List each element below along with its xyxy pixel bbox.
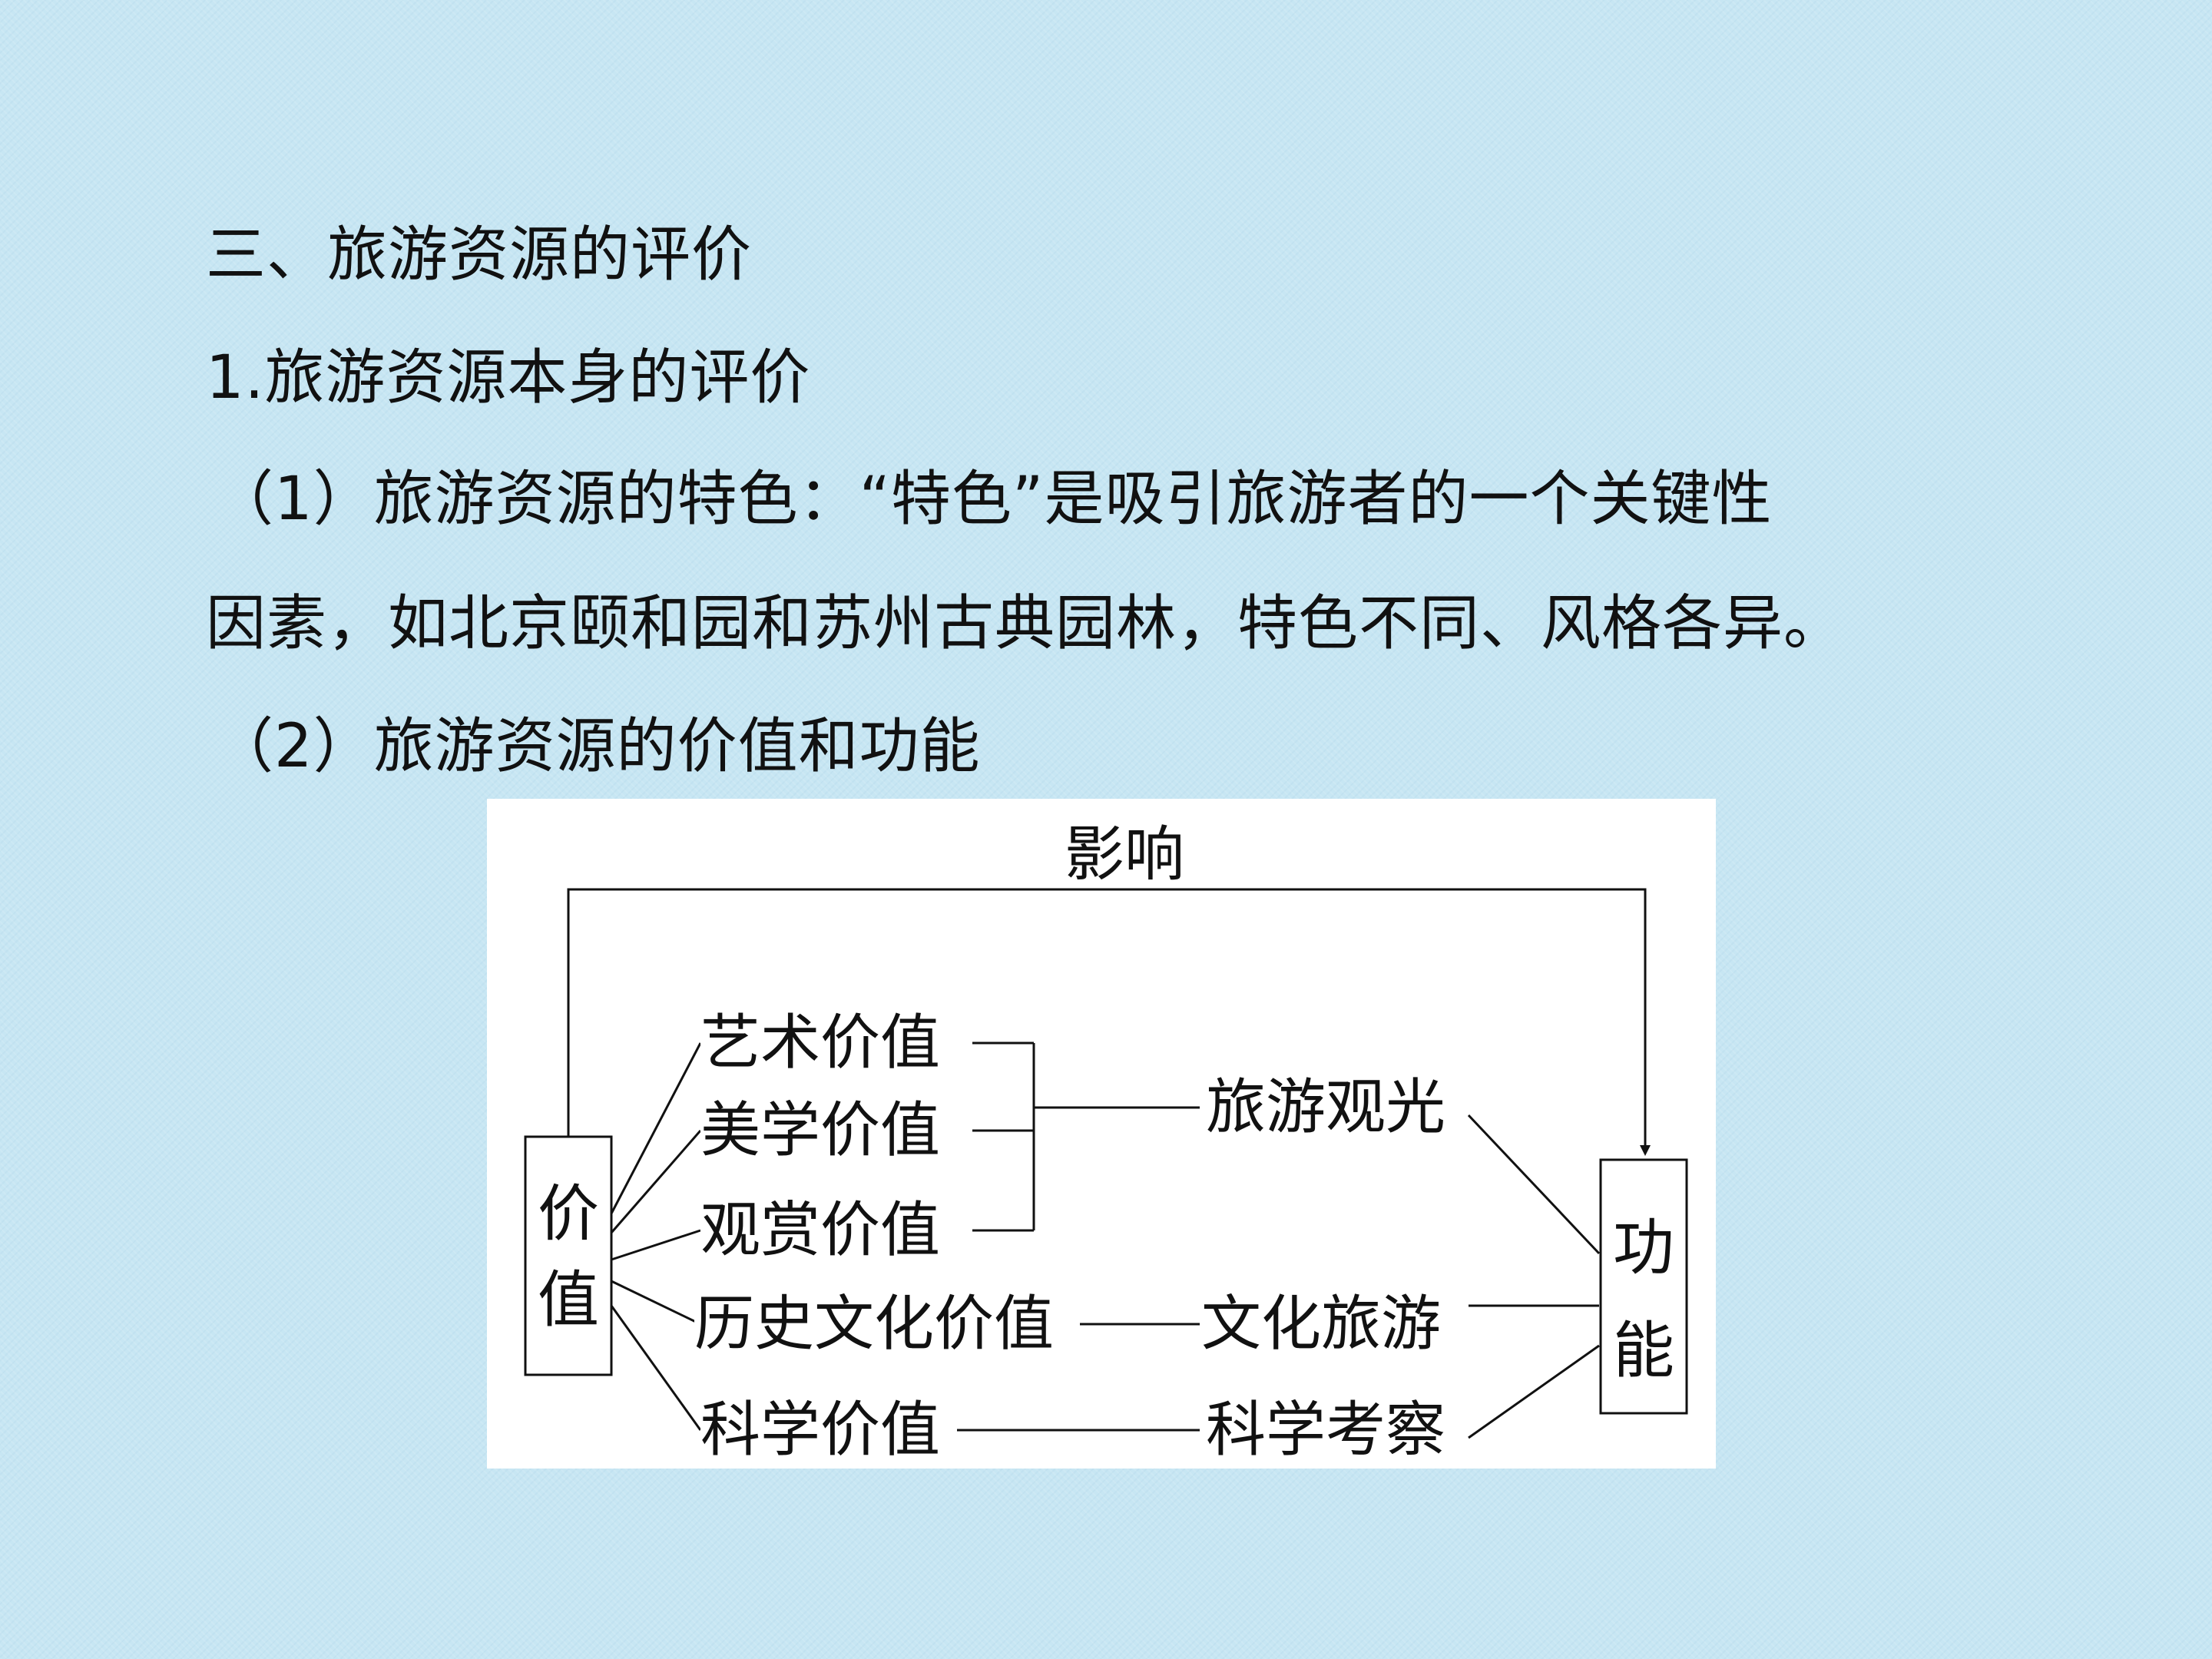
section-heading: 三、旅游资源的评价: [206, 220, 753, 290]
link-history: [611, 1280, 701, 1326]
link-art: [610, 1042, 702, 1214]
value-function-diagram: 影响 价 值 功 能 艺术价值 美学价值 观赏价值 历史文化价值 科学价值 旅游…: [487, 799, 1716, 1469]
influence-label: 影响: [1065, 820, 1185, 889]
diagram-connectors: [524, 888, 1688, 1439]
paragraph-features-line-2: 因素，如北京颐和园和苏州古典园林，特色不同、风格各异。: [206, 589, 1845, 658]
function-box-char-2: 能: [1613, 1315, 1674, 1386]
subsection-heading: 1.旅游资源本身的评价: [206, 343, 811, 412]
value-ornamental: 观赏价值: [700, 1196, 941, 1265]
value-science: 科学价值: [700, 1396, 941, 1465]
function-box-char-1: 功: [1613, 1212, 1674, 1283]
function-box-outline: [1599, 1158, 1688, 1415]
value-aesthetic: 美学价值: [700, 1096, 941, 1165]
value-box-char-2: 值: [538, 1264, 599, 1336]
paragraph-value-function: （2）旅游资源的价值和功能: [214, 712, 981, 781]
influence-arrow: [567, 888, 1651, 1156]
value-history-culture: 历史文化价值: [694, 1290, 1055, 1359]
function-cultural-tourism: 文化旅游: [1201, 1290, 1442, 1359]
link-science-function: [1468, 1344, 1600, 1439]
function-scientific-investigation: 科学考察: [1206, 1396, 1446, 1465]
link-aesthetic: [610, 1130, 702, 1233]
value-box-char-1: 价: [538, 1178, 599, 1250]
value-art: 艺术价值: [700, 1008, 941, 1078]
link-science: [610, 1305, 702, 1431]
paragraph-features-line-1: （1）旅游资源的特色：“特色”是吸引旅游者的一个关键性: [214, 465, 1773, 534]
link-ornamental: [611, 1229, 701, 1261]
function-sightseeing: 旅游观光: [1206, 1073, 1446, 1142]
link-sightseeing-function: [1467, 1114, 1601, 1255]
